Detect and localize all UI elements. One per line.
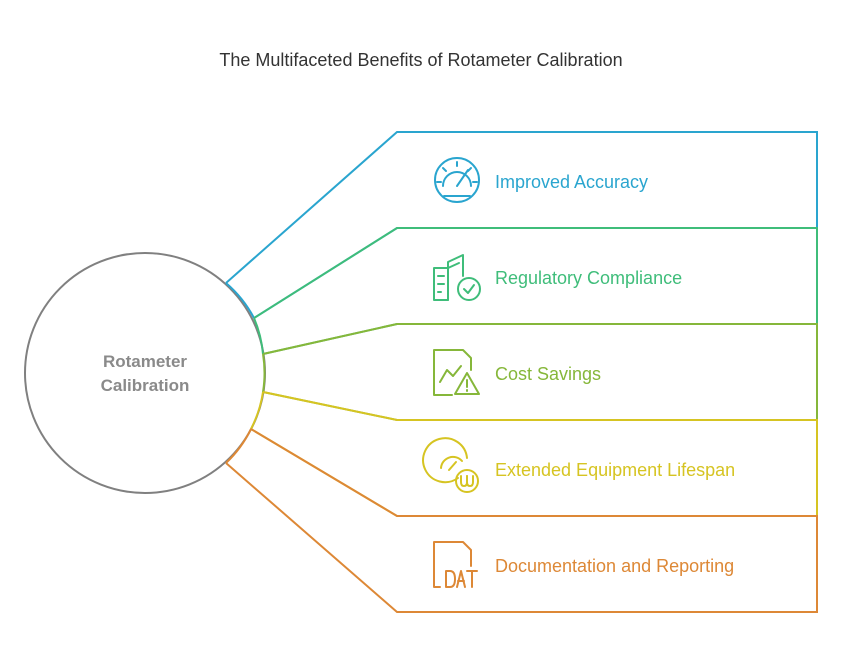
diagram-title: The Multifaceted Benefits of Rotameter C… — [219, 50, 623, 70]
document-warning-chart-icon — [433, 349, 480, 396]
item-label-regulatory-compliance: Regulatory Compliance — [495, 268, 682, 288]
gauge-voltage-icon — [422, 437, 479, 493]
building-check-icon — [433, 254, 481, 301]
gauge-icon — [434, 157, 480, 203]
item-label-documentation-and-reporting: Documentation and Reporting — [495, 556, 734, 576]
branch-documentation-and-reporting: Documentation and Reporting — [225, 428, 818, 613]
center-label-line1: Rotameter — [103, 352, 187, 371]
branch-cost-savings: Cost Savings — [262, 323, 818, 421]
item-label-improved-accuracy: Improved Accuracy — [495, 172, 648, 192]
branch-regulatory-compliance: Regulatory Compliance — [253, 227, 818, 355]
dat-file-icon — [433, 541, 478, 588]
item-label-extended-equipment-lifespan: Extended Equipment Lifespan — [495, 460, 735, 480]
branch-improved-accuracy: Improved Accuracy — [225, 131, 818, 319]
item-label-cost-savings: Cost Savings — [495, 364, 601, 384]
center-label-line2: Calibration — [101, 376, 190, 395]
center-circle — [24, 252, 266, 494]
branch-extended-equipment-lifespan: Extended Equipment Lifespan — [250, 391, 818, 517]
